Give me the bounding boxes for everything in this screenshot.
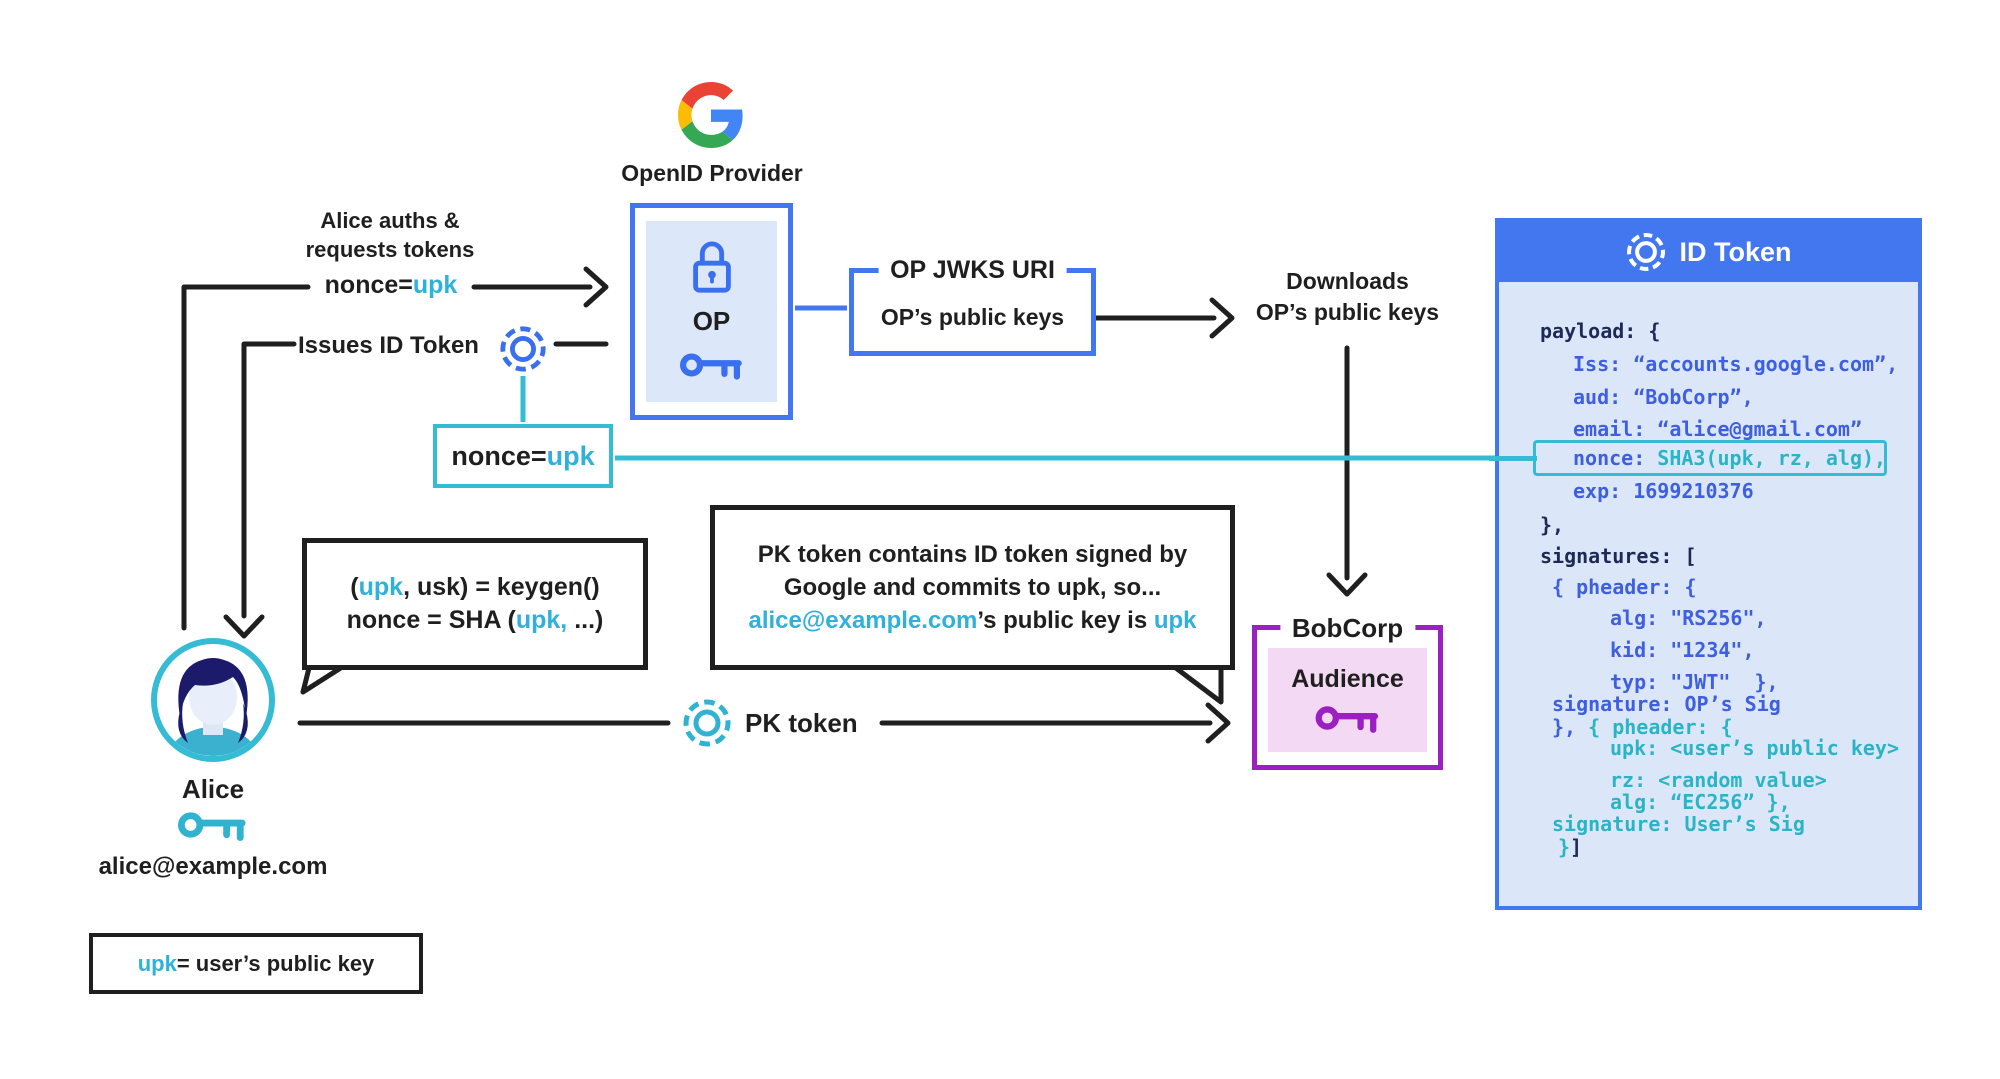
openid-provider-label: OpenID Provider [621, 160, 803, 186]
arrowhead-right [583, 266, 609, 308]
bobcorp-title: BobCorp [1279, 613, 1416, 644]
code-line-upk: upk: <user’s public key> [1610, 736, 1899, 760]
token-icon [498, 324, 548, 374]
pk-bubble-line1: PK token contains ID token signed by [757, 541, 1188, 568]
id-token-body: payload: { Iss: “accounts.google.com”, a… [1499, 282, 1918, 910]
code-line-typ: typ: "JWT" }, [1610, 670, 1779, 694]
code-line-kid: kid: "1234", [1610, 638, 1755, 662]
keygen-l2-b: ...) [567, 606, 604, 634]
bobcorp-box: BobCorp Audience [1252, 613, 1443, 770]
key-icon [1315, 700, 1381, 736]
legend-box: upk = user’s public key [89, 933, 423, 994]
audience-panel: Audience [1268, 648, 1427, 752]
arrowhead-right [1209, 297, 1235, 339]
nonce-connector-stub [1489, 456, 1537, 461]
legend-upk: upk [137, 950, 177, 976]
lock-icon [690, 240, 734, 296]
arrow-op-to-alice-path [241, 341, 297, 619]
arrowhead-right [1205, 702, 1231, 744]
code-nonce-value: SHA3(upk, rz, alg), [1657, 446, 1887, 470]
auth-nonce-label: nonce=upk [308, 271, 474, 300]
keygen-l1-a: ( [350, 573, 359, 601]
code-line-op-sig: signature: OP’s Sig [1552, 692, 1781, 716]
pk-bubble-email: alice@example.com [748, 607, 978, 634]
code-line-alg2: alg: “EC256” }, [1610, 790, 1791, 814]
code-line-pheader2: }, { pheader: { [1552, 713, 1733, 741]
keygen-line1: (upk, usk) = keygen() [350, 571, 599, 604]
code-line-user-sig: signature: User’s Sig [1552, 812, 1805, 836]
alice-name: Alice [181, 774, 245, 804]
auth-nonce-pre: nonce= [324, 271, 413, 299]
op-label: OP [692, 306, 731, 336]
code-pheader2-a: }, [1552, 715, 1589, 739]
key-icon [178, 805, 248, 845]
auth-request-line2: requests tokens [305, 237, 475, 262]
issues-id-token-label: Issues ID Token [298, 332, 479, 359]
nonce-box-upk: upk [546, 440, 595, 471]
keygen-l2-a: nonce = SHA ( [346, 606, 516, 634]
op-inner-panel: OP [646, 221, 777, 402]
keygen-l2-upk: upk, [515, 606, 568, 634]
code-line-email: email: “alice@gmail.com” [1573, 417, 1862, 441]
keygen-line2: nonce = SHA (upk, ...) [347, 604, 604, 637]
google-logo [678, 82, 744, 148]
auth-request-label: Alice auths & requests tokens [270, 206, 510, 264]
nonce-box-pre: nonce= [451, 440, 547, 471]
downloads-line1: Downloads [1286, 268, 1409, 294]
code-line-nonce: nonce: SHA3(upk, rz, alg), [1573, 444, 1886, 472]
code-line-exp: exp: 1699210376 [1573, 479, 1754, 503]
id-token-panel: ID Token payload: { Iss: “accounts.googl… [1495, 218, 1922, 910]
pk-bubble-mid: ’s public key is [977, 607, 1154, 634]
nonce-arrow-box: nonce=upk [433, 424, 613, 488]
op-box: OP [630, 203, 793, 420]
legend-rest: = user’s public key [176, 950, 375, 976]
pk-bubble-upk: upk [1153, 607, 1197, 634]
code-line-rz: rz: <random value> [1610, 768, 1827, 792]
pk-token-speech-bubble: PK token contains ID token signed by Goo… [710, 505, 1235, 670]
code-end-b: ] [1570, 835, 1583, 859]
pk-bubble-line3: alice@example.com’s public key is upk [748, 604, 1196, 637]
code-line-signatures: signatures: [ [1540, 544, 1697, 568]
keygen-speech-bubble: (upk, usk) = keygen() nonce = SHA (upk, … [302, 538, 648, 670]
code-line-pheader1: { pheader: { [1552, 575, 1697, 599]
pk-token-label: PK token [745, 708, 858, 738]
arrowhead-down [223, 614, 265, 639]
downloads-label: Downloads OP’s public keys [1245, 266, 1450, 328]
alice-email: alice@example.com [98, 853, 328, 880]
code-line-aud: aud: “BobCorp”, [1573, 385, 1754, 409]
arrow-alice-to-op-path [181, 284, 311, 631]
pk-bubble-line2: Google and commits to upk, so... [783, 574, 1162, 601]
jwks-box: OP JWKS URI OP’s public keys [849, 256, 1096, 356]
alice-avatar [150, 637, 276, 763]
code-line-payload-close: }, [1540, 513, 1565, 537]
code-nonce-key: nonce: [1573, 446, 1658, 470]
keygen-l1-upk: upk [358, 573, 404, 601]
code-line-alg1: alg: "RS256", [1610, 606, 1767, 630]
jwks-box-title: OP JWKS URI [878, 256, 1067, 285]
code-line-end: }] [1558, 833, 1582, 861]
id-token-header: ID Token [1499, 222, 1918, 282]
audience-label: Audience [1291, 664, 1404, 693]
auth-nonce-upk: upk [412, 271, 458, 299]
auth-request-line1: Alice auths & [320, 208, 460, 233]
keygen-l1-b: , usk) = keygen() [403, 573, 600, 601]
downloads-line2: OP’s public keys [1255, 299, 1440, 325]
key-icon [679, 347, 744, 383]
code-end-a: } [1558, 835, 1571, 859]
code-pheader2-b: { pheader: { [1588, 715, 1733, 739]
arrowhead-down [1326, 572, 1368, 597]
token-icon [681, 697, 733, 749]
token-icon [1625, 231, 1667, 273]
id-token-title: ID Token [1679, 236, 1792, 267]
jwks-box-body: OP’s public keys [880, 303, 1065, 330]
code-line-iss: Iss: “accounts.google.com”, [1573, 352, 1899, 376]
code-line-payload: payload: { [1540, 319, 1661, 343]
